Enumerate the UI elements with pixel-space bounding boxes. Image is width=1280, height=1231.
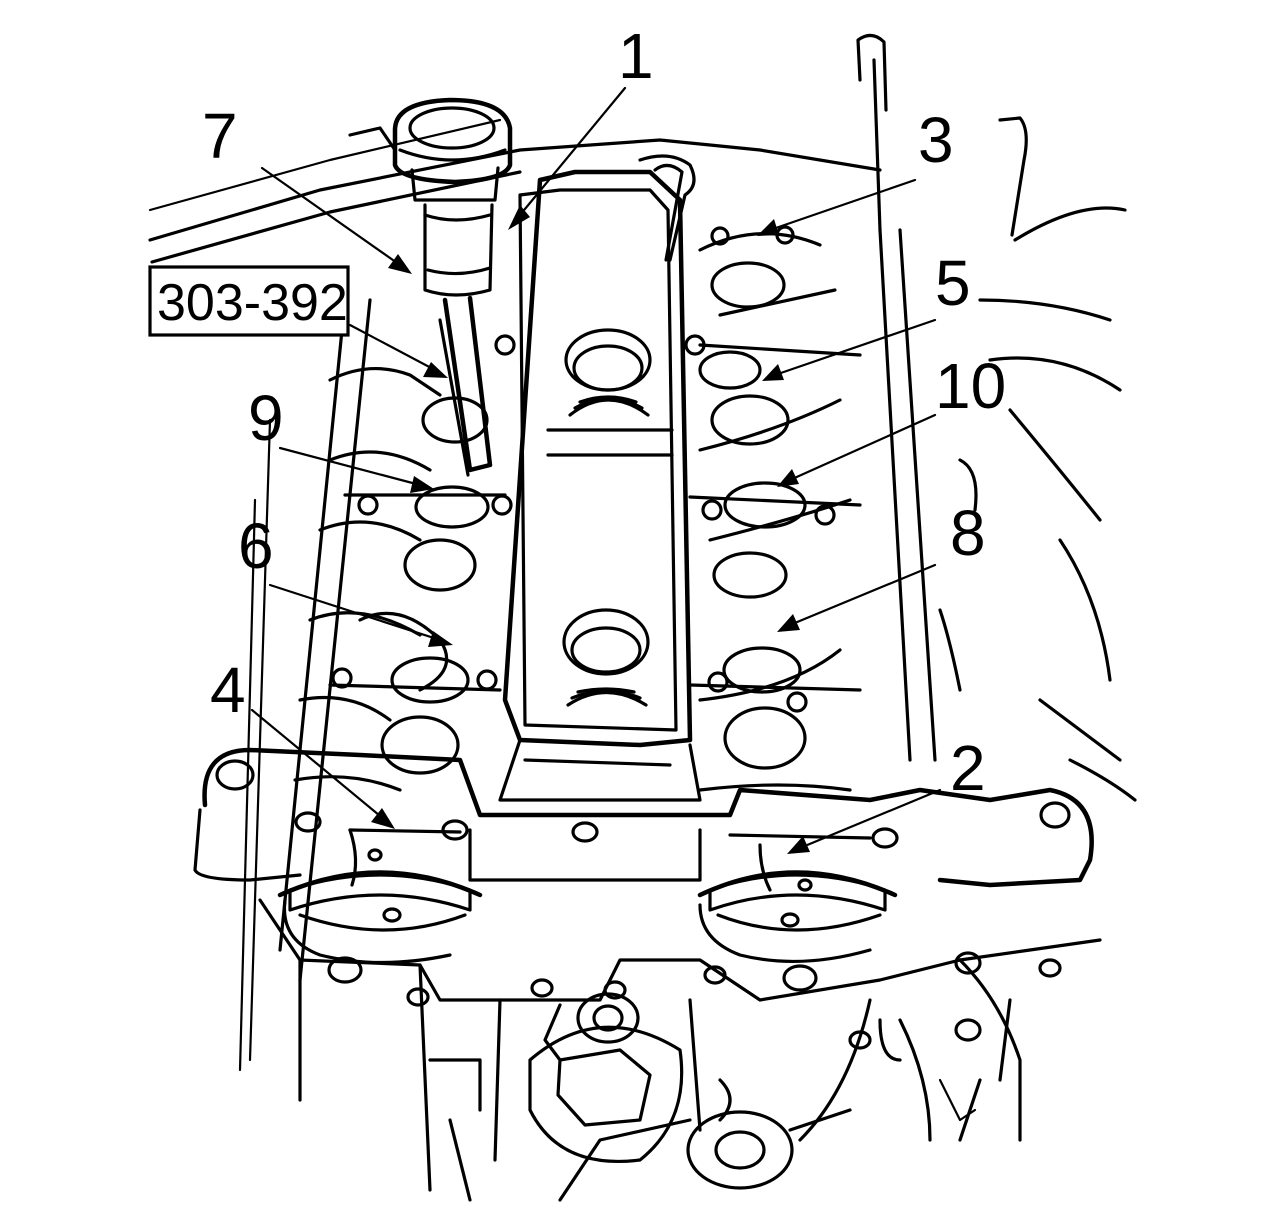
tool-code-text: 303-392: [157, 274, 348, 332]
callout-3: 3: [918, 104, 954, 176]
callout-4: 4: [210, 654, 246, 726]
callout-labels: 1 7 3 5 10 9 6 8 4 2: [202, 20, 1006, 804]
tool-code-label: 303-392: [148, 265, 350, 337]
callout-5: 5: [935, 247, 971, 319]
special-tool-303-392: [392, 97, 513, 477]
callout-1: 1: [618, 20, 654, 92]
tool-code-box: [148, 265, 350, 337]
callout-2: 2: [950, 732, 986, 804]
callout-6: 6: [238, 510, 274, 582]
leader-arrows: [250, 86, 942, 854]
callout-10: 10: [935, 350, 1006, 422]
callout-7: 7: [202, 100, 238, 172]
engine-line-art: [148, 33, 1137, 1202]
callout-8: 8: [950, 497, 986, 569]
callout-9: 9: [248, 382, 284, 454]
